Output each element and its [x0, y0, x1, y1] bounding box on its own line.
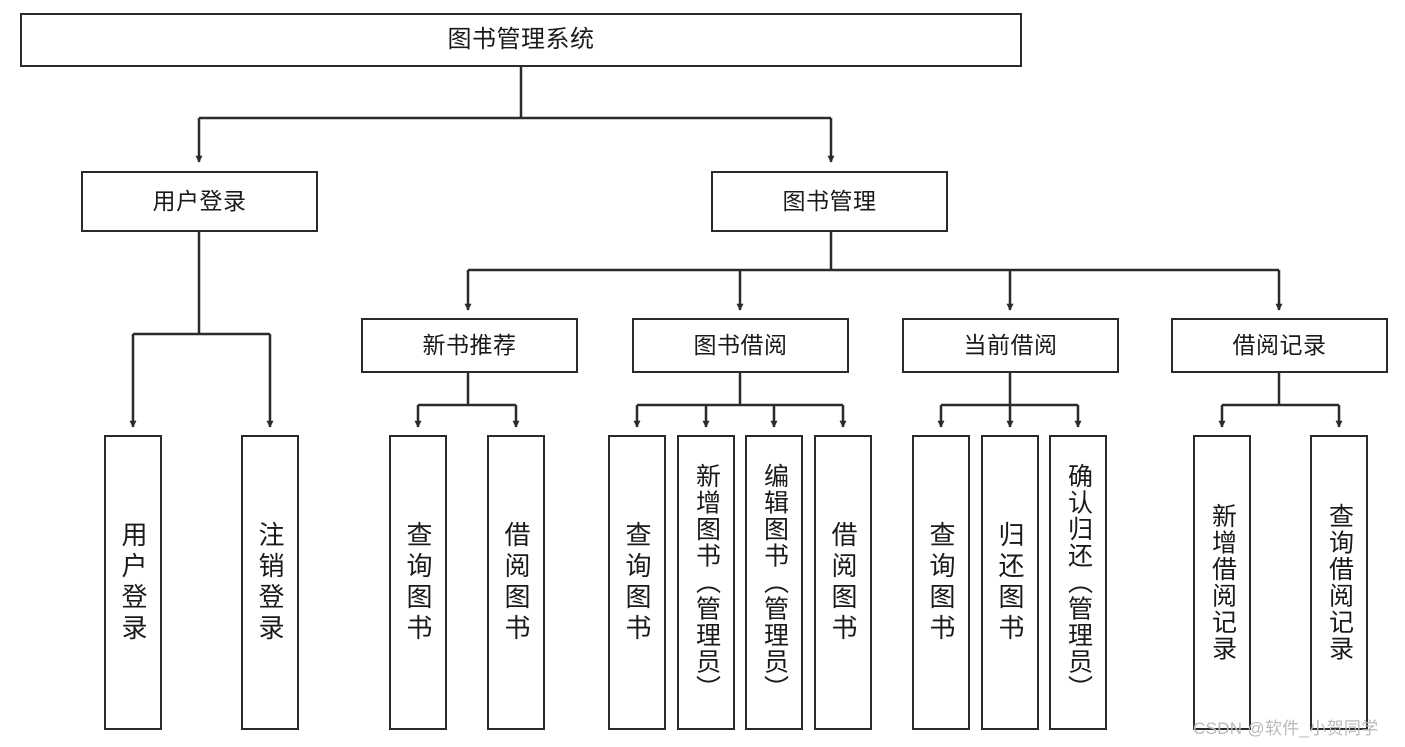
node-label: 用户登录	[118, 520, 148, 645]
leaf-user-login[interactable]: 用户登录	[104, 435, 162, 730]
node-user-login[interactable]: 用户登录	[81, 171, 318, 232]
node-label: 新增借阅记录	[1208, 503, 1237, 662]
node-label: 图书借阅	[693, 332, 788, 358]
leaf-add-book[interactable]: 新增图书（管理员）	[677, 435, 735, 730]
node-label: 借阅记录	[1232, 332, 1327, 358]
node-label: 借阅图书	[828, 520, 858, 645]
node-label: 查询借阅记录	[1325, 503, 1354, 662]
leaf-borrow-book-2[interactable]: 借阅图书	[814, 435, 872, 730]
leaf-query-book-1[interactable]: 查询图书	[389, 435, 447, 730]
node-label: 用户登录	[152, 188, 247, 214]
node-label: 归还图书	[995, 520, 1025, 645]
leaf-borrow-book-1[interactable]: 借阅图书	[487, 435, 545, 730]
node-root-system[interactable]: 图书管理系统	[20, 13, 1022, 67]
node-new-book-recommend[interactable]: 新书推荐	[361, 318, 578, 373]
leaf-query-book-2[interactable]: 查询图书	[608, 435, 666, 730]
node-label: 查询图书	[622, 520, 652, 645]
node-label: 查询图书	[926, 520, 956, 645]
node-label: 图书管理	[782, 188, 877, 214]
leaf-logout[interactable]: 注销登录	[241, 435, 299, 730]
node-label: 新增图书（管理员）	[692, 463, 721, 702]
watermark-text: CSDN @软件_小贺同学	[1193, 719, 1379, 738]
node-current-borrow[interactable]: 当前借阅	[902, 318, 1119, 373]
node-book-management[interactable]: 图书管理	[711, 171, 948, 232]
node-label: 图书管理系统	[447, 26, 595, 53]
node-borrow-record[interactable]: 借阅记录	[1171, 318, 1388, 373]
leaf-edit-book[interactable]: 编辑图书（管理员）	[745, 435, 803, 730]
node-label: 确认归还（管理员）	[1064, 463, 1093, 702]
leaf-add-record[interactable]: 新增借阅记录	[1193, 435, 1251, 730]
node-label: 当前借阅	[963, 332, 1058, 358]
node-label: 注销登录	[255, 520, 285, 645]
node-label: 借阅图书	[501, 520, 531, 645]
leaf-query-record[interactable]: 查询借阅记录	[1310, 435, 1368, 730]
leaf-confirm-return[interactable]: 确认归还（管理员）	[1049, 435, 1107, 730]
leaf-return-book[interactable]: 归还图书	[981, 435, 1039, 730]
node-label: 新书推荐	[422, 332, 517, 358]
node-book-borrow[interactable]: 图书借阅	[632, 318, 849, 373]
node-label: 查询图书	[403, 520, 433, 645]
node-label: 编辑图书（管理员）	[760, 463, 789, 702]
leaf-query-book-3[interactable]: 查询图书	[912, 435, 970, 730]
